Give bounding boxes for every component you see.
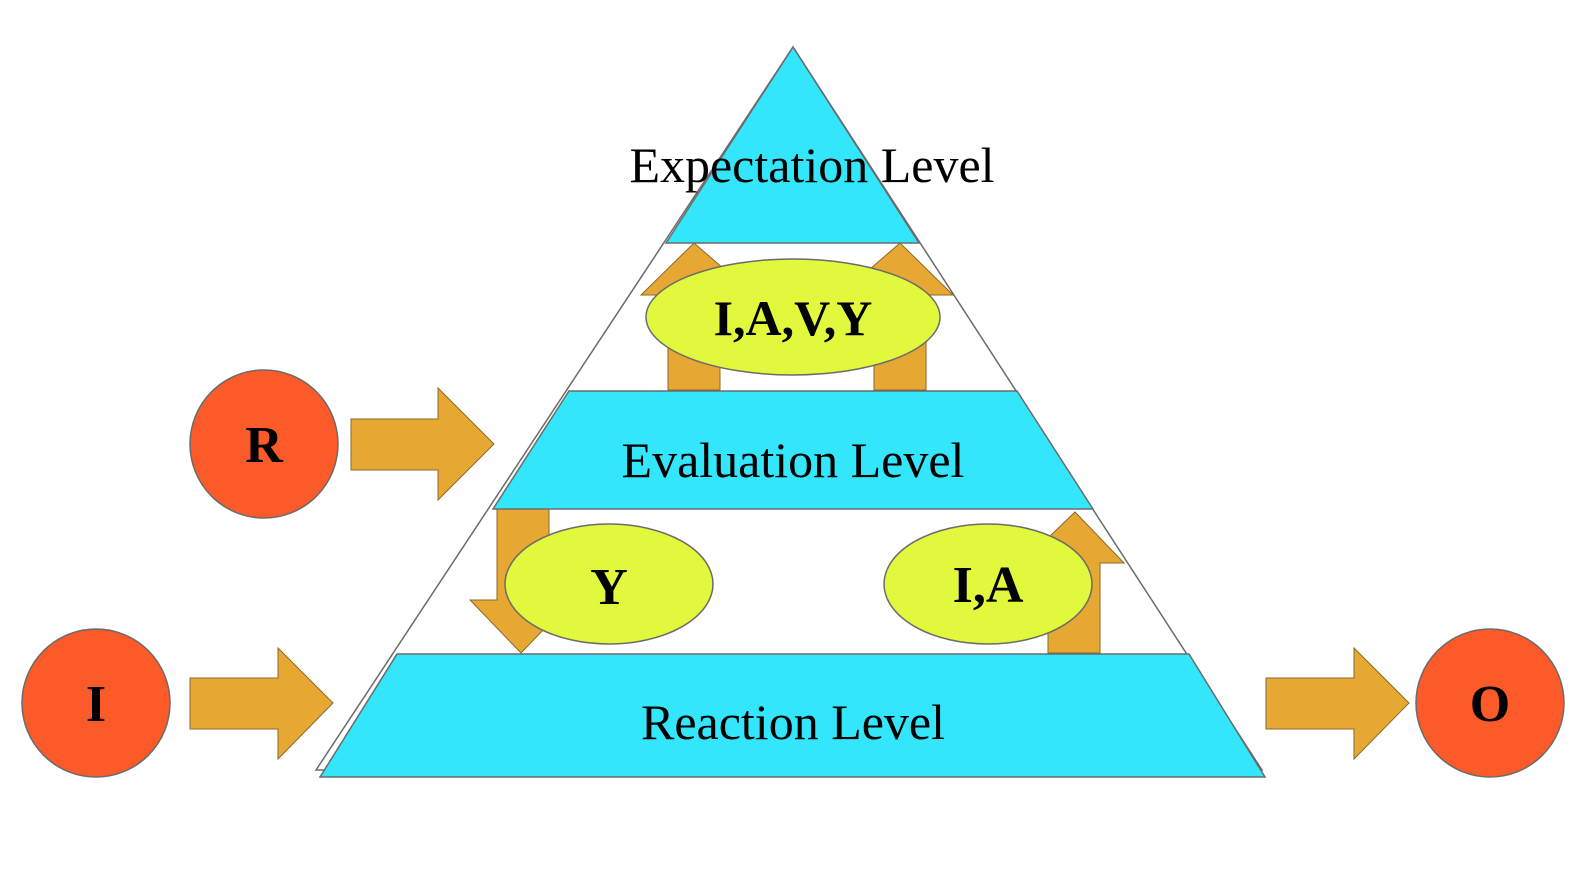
- flow-label-ia: I,A: [953, 557, 1024, 614]
- flow-ellipse-y: [504, 523, 714, 645]
- arrow-r-to-evaluation: [350, 386, 495, 502]
- arrow-reaction-to-o: [1265, 646, 1410, 761]
- evaluation-level-label: Evaluation Level: [622, 432, 965, 488]
- flow-ellipse-ia: [883, 523, 1093, 645]
- arrow-i-to-reaction: [189, 646, 334, 761]
- node-r: [189, 369, 339, 519]
- expectation-level-shape: [664, 45, 921, 244]
- node-o: [1415, 628, 1565, 778]
- flow-label-iavy: I,A,V,Y: [714, 290, 873, 346]
- evaluation-level-shape: [491, 390, 1095, 510]
- node-i-label: I: [86, 676, 106, 733]
- node-r-label: R: [245, 417, 284, 474]
- expectation-level-label: Expectation Level: [629, 137, 994, 193]
- flow-label-y: Y: [590, 559, 628, 616]
- flow-ellipse-iavy: [645, 258, 941, 376]
- node-o-label: O: [1470, 676, 1510, 733]
- node-i: [21, 628, 171, 778]
- reaction-level-shape: [318, 653, 1267, 778]
- reaction-level-label: Reaction Level: [641, 694, 945, 750]
